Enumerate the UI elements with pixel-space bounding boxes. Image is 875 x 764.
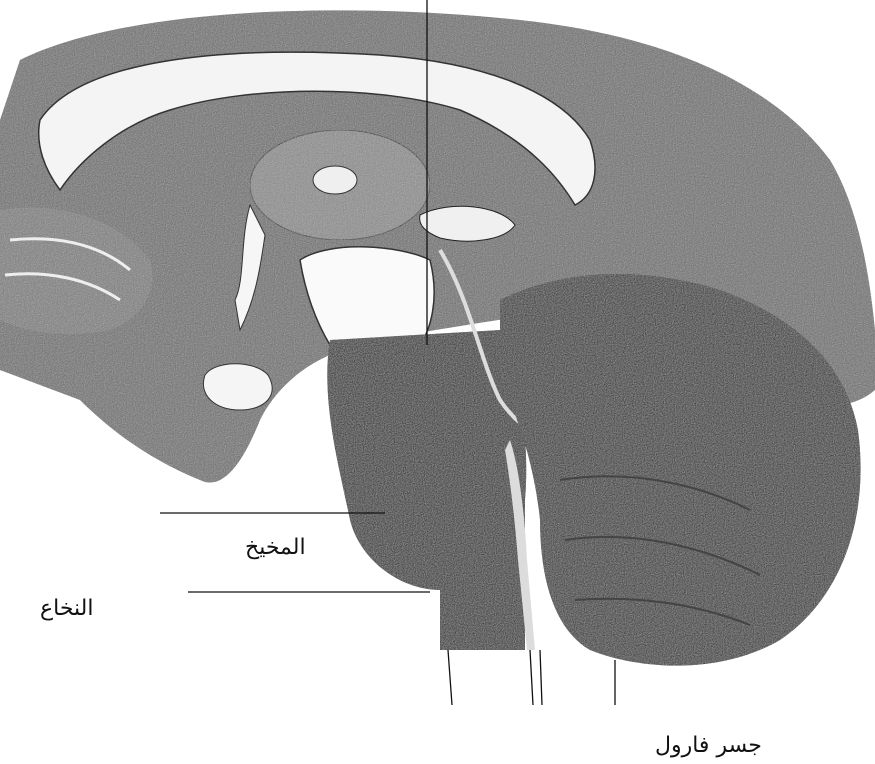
pituitary xyxy=(203,364,272,410)
label-medulla: النخاع xyxy=(40,596,94,621)
leader-line-pons-2 xyxy=(530,650,533,705)
label-pons: جسر فارول xyxy=(655,733,762,758)
leader-line-pons-3 xyxy=(540,650,542,705)
brainstem xyxy=(327,330,526,650)
leader-line-pons-1 xyxy=(448,650,452,705)
label-cerebellum: المخيخ xyxy=(245,535,306,560)
